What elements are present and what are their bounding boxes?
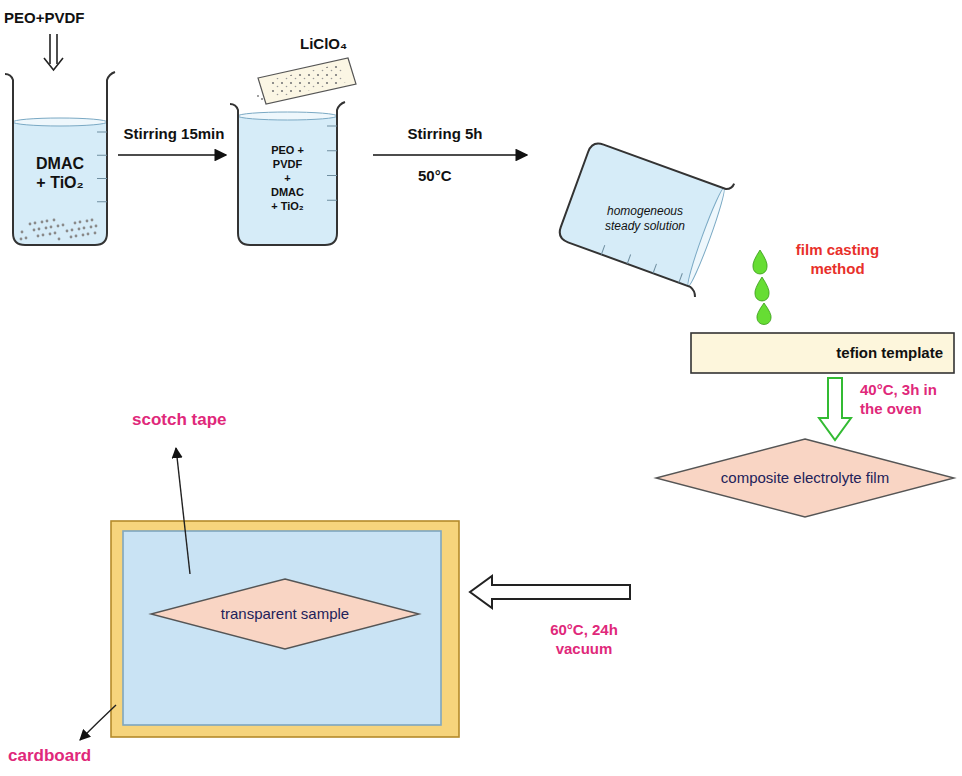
hollow-arrow xyxy=(819,378,851,440)
edge-label: Stirring 15min xyxy=(112,124,236,143)
film-diamond: composite electrolyte film xyxy=(655,438,955,518)
mixing-beaker: DMAC + TiO₂ xyxy=(5,72,115,245)
edge-label-box: 60°C, 24h vacuum xyxy=(532,620,636,658)
solution-drops xyxy=(753,250,771,325)
node-text: PEO + PVDF + DMAC + TiO₂ xyxy=(271,143,304,213)
teflon-template: tefion template xyxy=(690,332,955,374)
process-arrow xyxy=(373,154,527,156)
label-box: PEO+PVDF xyxy=(4,8,114,27)
salt-paper xyxy=(257,58,356,104)
method-label: film casting method xyxy=(785,240,890,278)
node-text: homogeneous steady solution xyxy=(590,204,700,234)
material-label: PEO+PVDF xyxy=(4,8,114,27)
edge-label-box: 40°C, 3h in the oven xyxy=(860,380,956,418)
label-box: 50°C xyxy=(418,166,478,185)
cardboard-sheet: cardboardscotch tapetransparent sample xyxy=(110,520,460,738)
mixing-beaker: PEO + PVDF + DMAC + TiO₂ xyxy=(230,102,345,245)
label-box: LiClO₄ xyxy=(300,34,370,53)
edge-label: Stirring 5h xyxy=(380,124,510,143)
node-text: scotch tape xyxy=(132,410,226,430)
edge-label-box: Stirring 5h xyxy=(380,124,510,143)
temperature-label: 50°C xyxy=(418,166,478,185)
sample-diamond: transparent sample xyxy=(150,578,420,650)
edge-label: 60°C, 24h vacuum xyxy=(532,620,636,658)
double-arrow xyxy=(44,34,63,70)
pouring-beaker: homogeneous steady solution xyxy=(545,130,745,300)
leader-line xyxy=(80,705,116,740)
edge-label-box: Stirring 15min xyxy=(112,124,236,143)
node-text: transparent sample xyxy=(221,605,349,623)
edge-label: 40°C, 3h in the oven xyxy=(860,380,956,418)
node-text: composite electrolyte film xyxy=(721,469,889,487)
leader-line xyxy=(176,448,190,574)
material-label: LiClO₄ xyxy=(300,34,370,53)
node-text: DMAC + TiO₂ xyxy=(36,154,84,192)
node-text: tefion template xyxy=(836,344,943,362)
node-text: cardboard xyxy=(8,746,91,766)
process-arrow xyxy=(118,154,226,156)
label-box: film casting method xyxy=(785,240,890,278)
scotch-tape-area: scotch tapetransparent sample xyxy=(122,530,442,726)
hollow-arrow xyxy=(470,576,630,608)
